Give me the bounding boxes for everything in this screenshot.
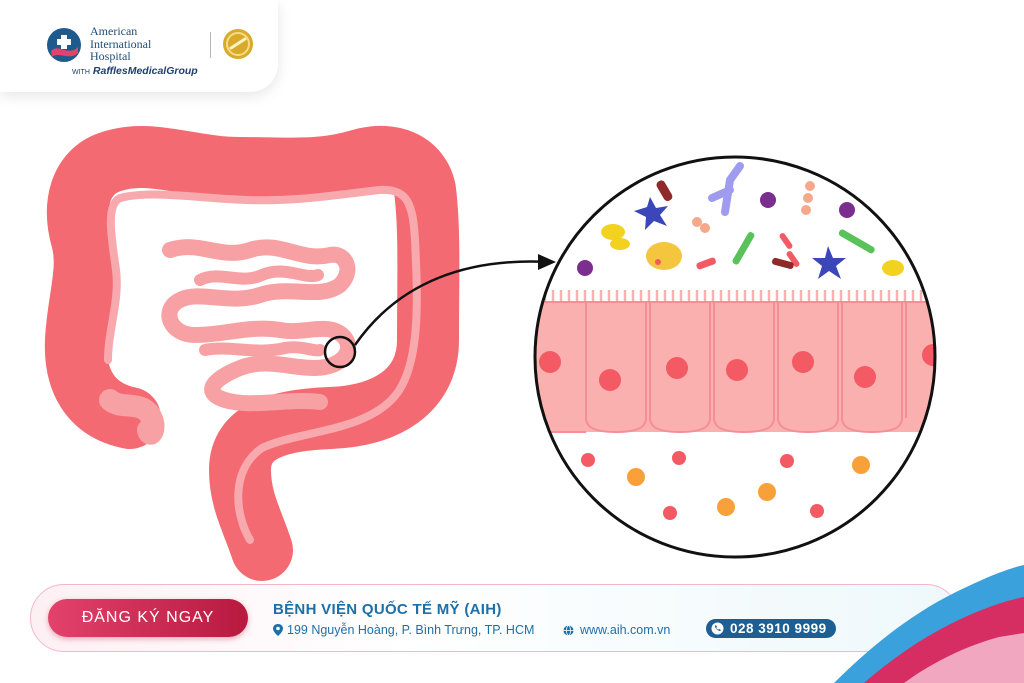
gut-microbiome-zoom: [533, 155, 937, 559]
logo-line-2: International: [90, 36, 152, 51]
decorative-wave: [834, 565, 1024, 683]
logo-wordmark: American International Hospital: [90, 25, 151, 63]
small-intestine: [161, 239, 357, 412]
location-pin-icon: [273, 624, 283, 636]
logo-line-1: American: [90, 24, 138, 38]
logo-divider: [210, 32, 211, 58]
address-text: 199 Nguyễn Hoàng, P. Bình Trưng, TP. HCM: [287, 623, 535, 637]
phone-badge[interactable]: 028 3910 9999: [706, 619, 836, 638]
globe-icon: [563, 624, 574, 636]
logo-group: RafflesMedicalGroup: [92, 65, 198, 77]
website[interactable]: www.aih.com.vn: [563, 623, 670, 637]
large-intestine: [44, 125, 460, 581]
register-now-button[interactable]: ĐĂNG KÝ NGAY: [48, 599, 248, 637]
website-text[interactable]: www.aih.com.vn: [580, 623, 671, 637]
focus-circle: [323, 335, 357, 369]
address: 199 Nguyễn Hoàng, P. Bình Trưng, TP. HCM: [273, 623, 534, 637]
logo-line-3: Hospital: [90, 49, 131, 63]
accreditation-seal-icon: [223, 29, 253, 59]
aih-logo-icon: [47, 28, 81, 62]
phone-icon: [711, 622, 724, 635]
hospital-name: BỆNH VIỆN QUỐC TẾ MỸ (AIH): [273, 601, 502, 618]
phone-number[interactable]: 028 3910 9999: [730, 621, 827, 636]
logo-with: WITH: [72, 69, 90, 76]
